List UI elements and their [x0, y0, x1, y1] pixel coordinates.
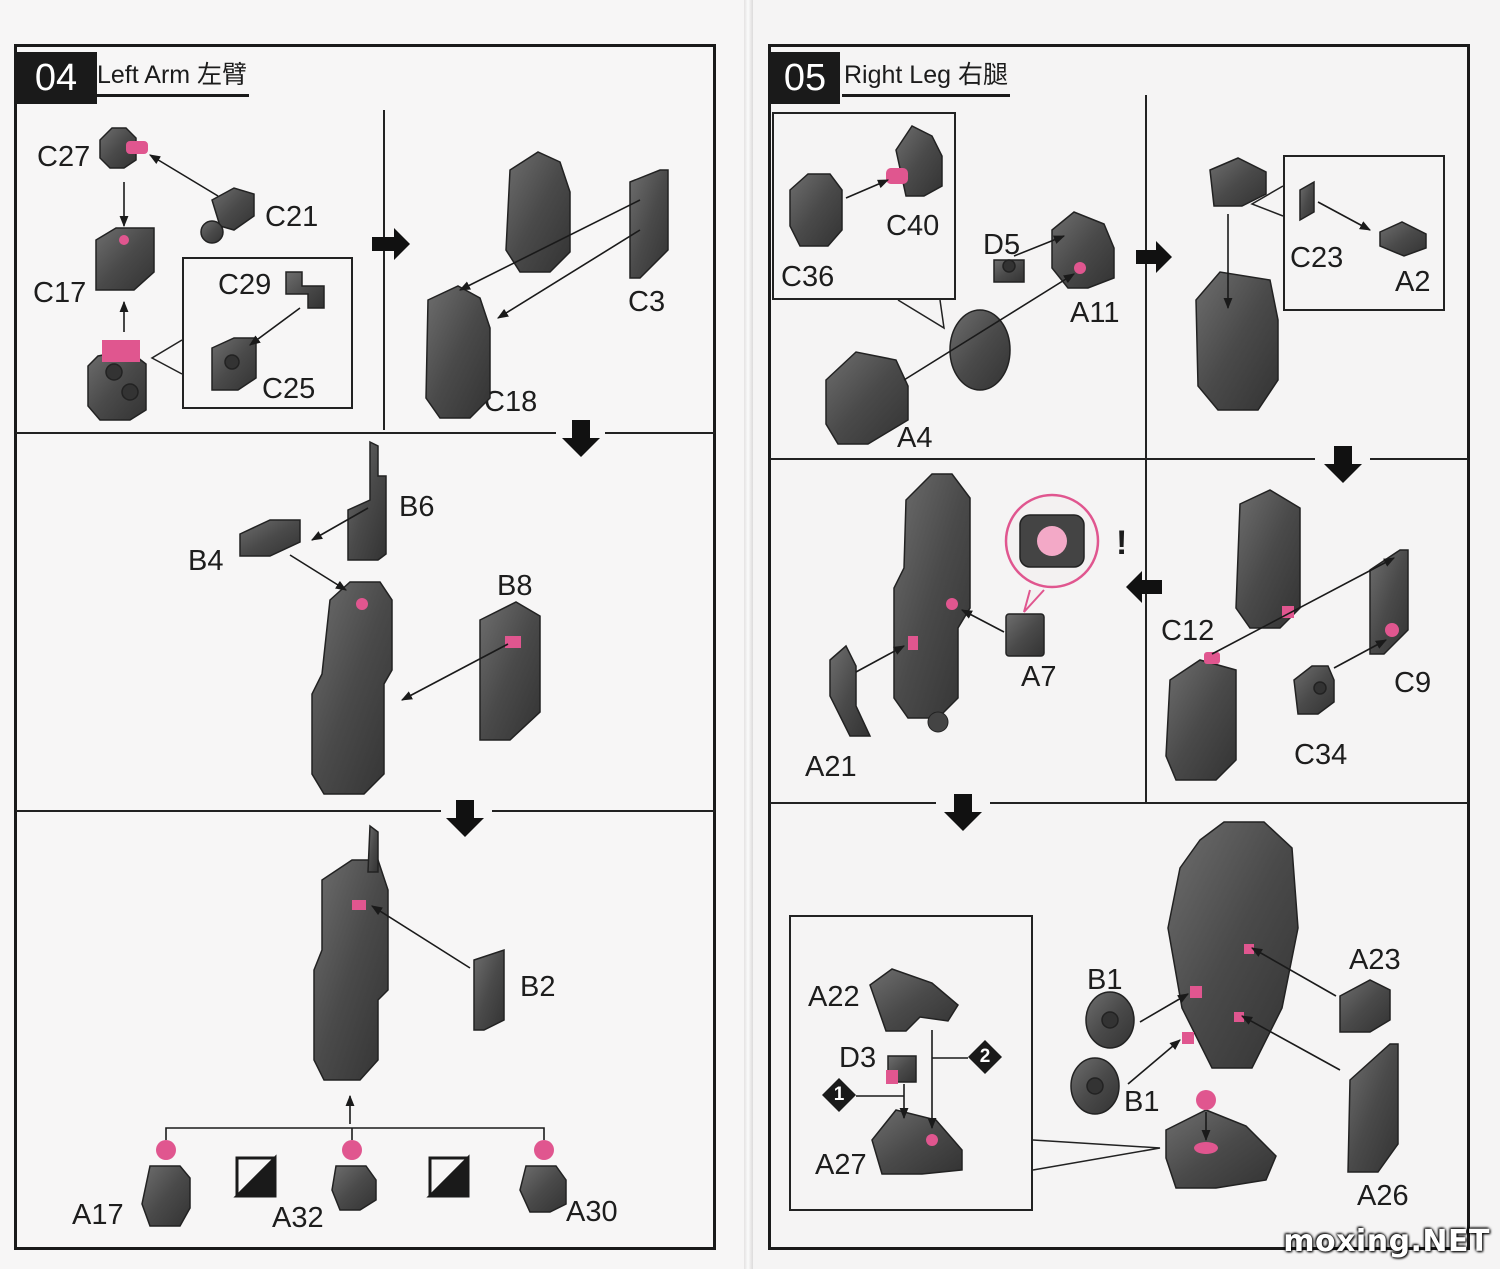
- part-label-b4: B4: [188, 545, 224, 577]
- part-label-b2: B2: [520, 971, 556, 1003]
- caution-mark: !: [1116, 524, 1128, 562]
- step-05-divider-1b: [1370, 458, 1468, 460]
- a22-d3-a27-inset: [789, 915, 1033, 1211]
- step-04-divider-2b: [492, 810, 715, 812]
- step-04-title: Left Arm 左臂: [95, 59, 250, 97]
- page-fold: [744, 0, 753, 1269]
- part-label-c9: C9: [1394, 667, 1432, 699]
- step-05-number: 05: [770, 52, 840, 104]
- step-04-number: 04: [15, 52, 97, 104]
- diamond-badge-icon: [822, 1078, 856, 1112]
- step-05-divider-2b: [990, 802, 1468, 804]
- part-label-c3: C3: [628, 286, 666, 318]
- part-label-a11: A11: [1070, 297, 1120, 329]
- step-04-divider-1: [16, 432, 556, 434]
- part-label-c17: C17: [33, 277, 87, 309]
- part-label-a23: A23: [1349, 944, 1401, 976]
- c29-c25-inset: [182, 257, 353, 409]
- step-05-title: Right Leg 右腿: [842, 59, 1010, 97]
- part-label-a30: A30: [566, 1196, 618, 1228]
- watermark: moxing.NET: [1283, 1224, 1490, 1259]
- part-label-c34: C34: [1294, 739, 1348, 771]
- badge-label-2: 2: [979, 1046, 991, 1067]
- part-label-a27: A27: [815, 1149, 867, 1181]
- part-label-c36: C36: [781, 261, 835, 293]
- part-label-a2: A2: [1395, 266, 1431, 298]
- part-label-a4: A4: [897, 422, 933, 454]
- c23-a2-inset: [1283, 155, 1445, 311]
- part-label-c25: C25: [262, 373, 316, 405]
- step-05-divider-1: [770, 458, 1315, 460]
- step-05-divider-vertical-1: [1145, 95, 1147, 460]
- part-label-a17: A17: [72, 1199, 124, 1231]
- step-05-frame: [768, 44, 1470, 1250]
- step-04-divider-2: [16, 810, 441, 812]
- part-label-c12: C12: [1161, 615, 1215, 647]
- part-label-c27: C27: [37, 141, 91, 173]
- step-04-frame: [14, 44, 716, 1250]
- badge-label-1: 1: [833, 1084, 845, 1105]
- part-label-c18: C18: [484, 386, 538, 418]
- part-label-a32: A32: [272, 1202, 324, 1234]
- part-label-a21: A21: [805, 751, 857, 783]
- part-label-b6: B6: [399, 491, 435, 523]
- step-badge-2: 2: [968, 1040, 1002, 1074]
- part-label-c40: C40: [886, 210, 940, 242]
- diamond-badge-icon: [968, 1040, 1002, 1074]
- part-label-c29: C29: [218, 269, 272, 301]
- part-label-d5: D5: [983, 229, 1021, 261]
- part-label-a26: A26: [1357, 1180, 1409, 1212]
- part-label-a22: A22: [808, 981, 860, 1013]
- part-label-b8: B8: [497, 570, 533, 602]
- part-label-d3: D3: [839, 1042, 877, 1074]
- step-badge-1: 1: [822, 1078, 856, 1112]
- c40-c36-inset: [772, 112, 956, 300]
- step-04-divider-vertical: [383, 110, 385, 430]
- step-05-divider-2: [770, 802, 936, 804]
- step-04-divider-1b: [605, 432, 715, 434]
- part-label-b1-bottom: B1: [1124, 1086, 1160, 1118]
- part-label-c23: C23: [1290, 242, 1344, 274]
- step-05-divider-vertical-2: [1145, 460, 1147, 802]
- part-label-c21: C21: [265, 201, 319, 233]
- part-label-a7: A7: [1021, 661, 1057, 693]
- part-label-b1-top: B1: [1087, 964, 1123, 996]
